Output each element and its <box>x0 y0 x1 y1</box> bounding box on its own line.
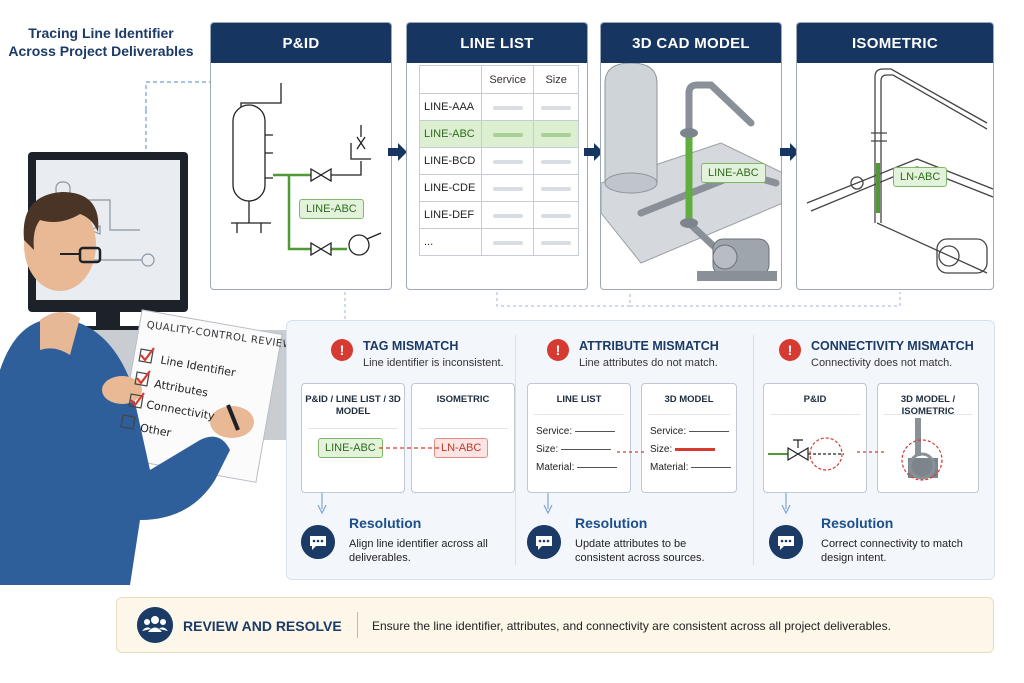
attribute-mismatch-left-card: LINE LIST Service: Size: Material: <box>527 383 631 493</box>
connectivity-mismatch-subtitle: Connectivity does not match. <box>811 357 953 369</box>
column-header-service: Service <box>480 65 535 94</box>
attribute-mismatch-title: ATTRIBUTE MISMATCH <box>579 339 719 353</box>
down-arrow <box>781 493 791 515</box>
valve-connection-sketch <box>768 437 844 471</box>
isometric-panel: ISOMETRIC LN-ABC <box>796 22 994 290</box>
resolution-text: Update attributes to be consistent acros… <box>575 538 705 564</box>
mismatch-review-section: ! TAG MISMATCH Line identifier is incons… <box>286 320 995 580</box>
card-header: 3D MODEL / ISOMETRIC <box>900 394 956 417</box>
attribute-mismatch-right-card: 3D MODEL Service: Size: Material: <box>641 383 737 493</box>
footer-text: Ensure the line identifier, attributes, … <box>372 619 891 633</box>
attribute-mismatch-subtitle: Line attributes do not match. <box>579 357 718 369</box>
line-list-panel-header: LINE LIST <box>407 23 587 63</box>
mismatch-link <box>379 447 439 449</box>
card-header: P&ID / LINE LIST / 3D MODEL <box>305 394 401 417</box>
line-id-cell: LINE-BCD <box>419 147 482 175</box>
table-row: LINE-AAA <box>419 93 579 121</box>
field-label: Size: <box>536 444 559 455</box>
chat-icon <box>769 525 803 559</box>
resolution-text: Align line identifier across all deliver… <box>349 538 488 564</box>
field-label: Service: <box>536 426 573 437</box>
attribute-mismatch-column: ! ATTRIBUTE MISMATCH Line attributes do … <box>517 321 747 579</box>
connectivity-mismatch-column: ! CONNECTIVITY MISMATCH Connectivity doe… <box>757 321 987 579</box>
flow-arrow-2 <box>584 143 603 161</box>
line-list-panel: LINE LIST Service Size LINE-AAA LINE-ABC… <box>406 22 588 290</box>
resolution-text: Correct connectivity to match design int… <box>821 538 963 564</box>
chat-icon <box>527 525 561 559</box>
table-row: LINE-DEF <box>419 201 579 229</box>
pid-panel: P&ID L <box>210 22 392 290</box>
line-id-cell: LINE-AAA <box>419 93 482 121</box>
isometric-panel-header: ISOMETRIC <box>797 23 993 63</box>
iso-line-tag: LN-ABC <box>893 167 948 187</box>
field-label: Material: <box>650 462 689 473</box>
footer-title: REVIEW AND RESOLVE <box>183 618 342 634</box>
line-id-cell: LINE-CDE <box>419 174 482 202</box>
table-row: LINE-CDE <box>419 174 579 202</box>
qc-checkboxes <box>120 347 155 430</box>
field-label: Size: <box>650 444 673 455</box>
mismatch-link <box>857 451 887 453</box>
chat-icon <box>301 525 335 559</box>
card-header: 3D MODEL <box>664 394 714 405</box>
resolution-title: Resolution <box>349 515 422 531</box>
cad-model-panel: 3D CAD MODEL LINE-ABC <box>600 22 782 290</box>
tag-mismatch-left-card: P&ID / LINE LIST / 3D MODEL LINE-ABC <box>301 383 405 493</box>
line-id-cell: LINE-ABC <box>419 120 482 148</box>
down-arrow <box>543 493 553 515</box>
card-header: P&ID <box>803 394 827 405</box>
line-list-table: Service Size LINE-AAA LINE-ABC LINE-BCD … <box>419 65 579 256</box>
isometric-drawing <box>806 68 993 274</box>
cad-model-panel-header: 3D CAD MODEL <box>601 23 781 63</box>
card-header: ISOMETRIC <box>436 394 490 405</box>
correct-tag: LINE-ABC <box>318 438 383 458</box>
connectivity-mismatch-left-card: P&ID <box>763 383 867 493</box>
column-header-size: Size <box>533 65 579 94</box>
pipe-connection-sketch <box>901 418 943 481</box>
field-label: Service: <box>650 426 687 437</box>
flow-arrow-1 <box>388 143 407 161</box>
down-arrow <box>317 493 327 515</box>
cad-line-tag: LINE-ABC <box>701 163 766 183</box>
resolution-title: Resolution <box>575 515 648 531</box>
team-icon <box>137 607 173 643</box>
engineer-illustration <box>0 152 290 585</box>
connectivity-mismatch-title: CONNECTIVITY MISMATCH <box>811 339 974 353</box>
connectivity-mismatch-right-card: 3D MODEL / ISOMETRIC <box>877 383 979 493</box>
table-row: ... <box>419 228 579 256</box>
alert-icon: ! <box>779 339 801 361</box>
alert-icon: ! <box>547 339 569 361</box>
review-resolve-banner: REVIEW AND RESOLVE Ensure the line ident… <box>116 597 994 653</box>
pid-line-tag: LINE-ABC <box>299 199 364 219</box>
resolution-title: Resolution <box>821 515 894 531</box>
alert-icon: ! <box>331 339 353 361</box>
line-id-cell: LINE-DEF <box>419 201 482 229</box>
page-title: Tracing Line Identifier Across Project D… <box>8 25 194 59</box>
line-id-cell: ... <box>419 228 482 256</box>
field-label: Material: <box>536 462 575 473</box>
tag-mismatch-column: ! TAG MISMATCH Line identifier is incons… <box>287 321 517 579</box>
mismatched-tag: LN-ABC <box>434 438 489 458</box>
pid-panel-header: P&ID <box>211 23 391 63</box>
tag-mismatch-subtitle: Line identifier is inconsistent. <box>363 357 504 369</box>
card-header: LINE LIST <box>556 394 602 405</box>
tag-mismatch-title: TAG MISMATCH <box>363 339 459 353</box>
pid-schematic <box>231 83 382 257</box>
flow-arrow-3 <box>780 143 799 161</box>
table-row-highlighted: LINE-ABC <box>419 120 579 148</box>
table-row: LINE-BCD <box>419 147 579 175</box>
tag-mismatch-right-card: ISOMETRIC LN-ABC <box>411 383 515 493</box>
mismatch-link <box>617 451 647 453</box>
